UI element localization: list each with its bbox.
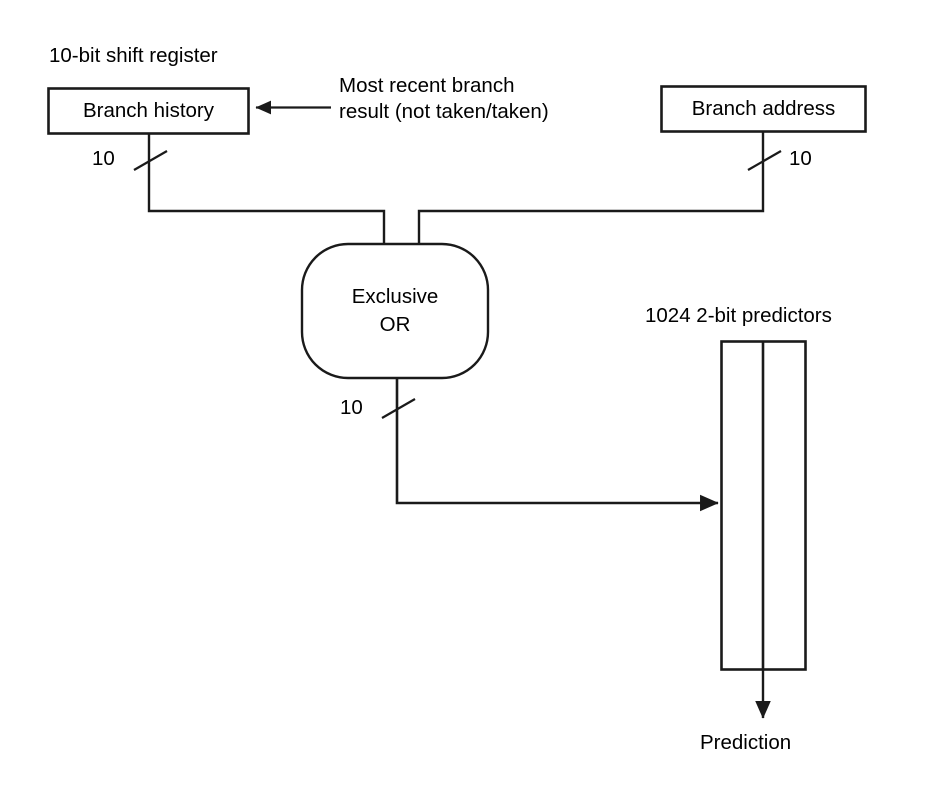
annotation-line-2: result (not taken/taken) xyxy=(339,100,549,123)
exclusive-or-block xyxy=(300,242,490,380)
shift-register-label: 10-bit shift register xyxy=(49,44,218,67)
address-bus-tick xyxy=(747,150,782,171)
branch-address-label: Branch address xyxy=(691,97,836,120)
branch-history-label: Branch history xyxy=(82,99,215,122)
exclusive-or-line-1: Exclusive xyxy=(351,285,439,309)
xor-output-width-label: 10 xyxy=(340,396,363,419)
exclusive-or-line-2: OR xyxy=(379,313,411,336)
predictor-table-label: 1024 2-bit predictors xyxy=(645,304,832,327)
xor-output-tick xyxy=(381,398,416,419)
annotation-line-1: Most recent branch xyxy=(339,74,515,97)
history-bus-width-label: 10 xyxy=(92,147,115,170)
prediction-label: Prediction xyxy=(700,731,792,754)
history-bus-tick xyxy=(133,150,168,171)
branch-history-box xyxy=(47,87,250,135)
exclusive-or-label: Exclusive OR xyxy=(302,244,488,378)
xor-output-wire xyxy=(395,378,719,512)
address-bus-width-label: 10 xyxy=(789,147,812,170)
history-bus-wire xyxy=(147,133,386,245)
address-bus-wire xyxy=(417,131,765,245)
